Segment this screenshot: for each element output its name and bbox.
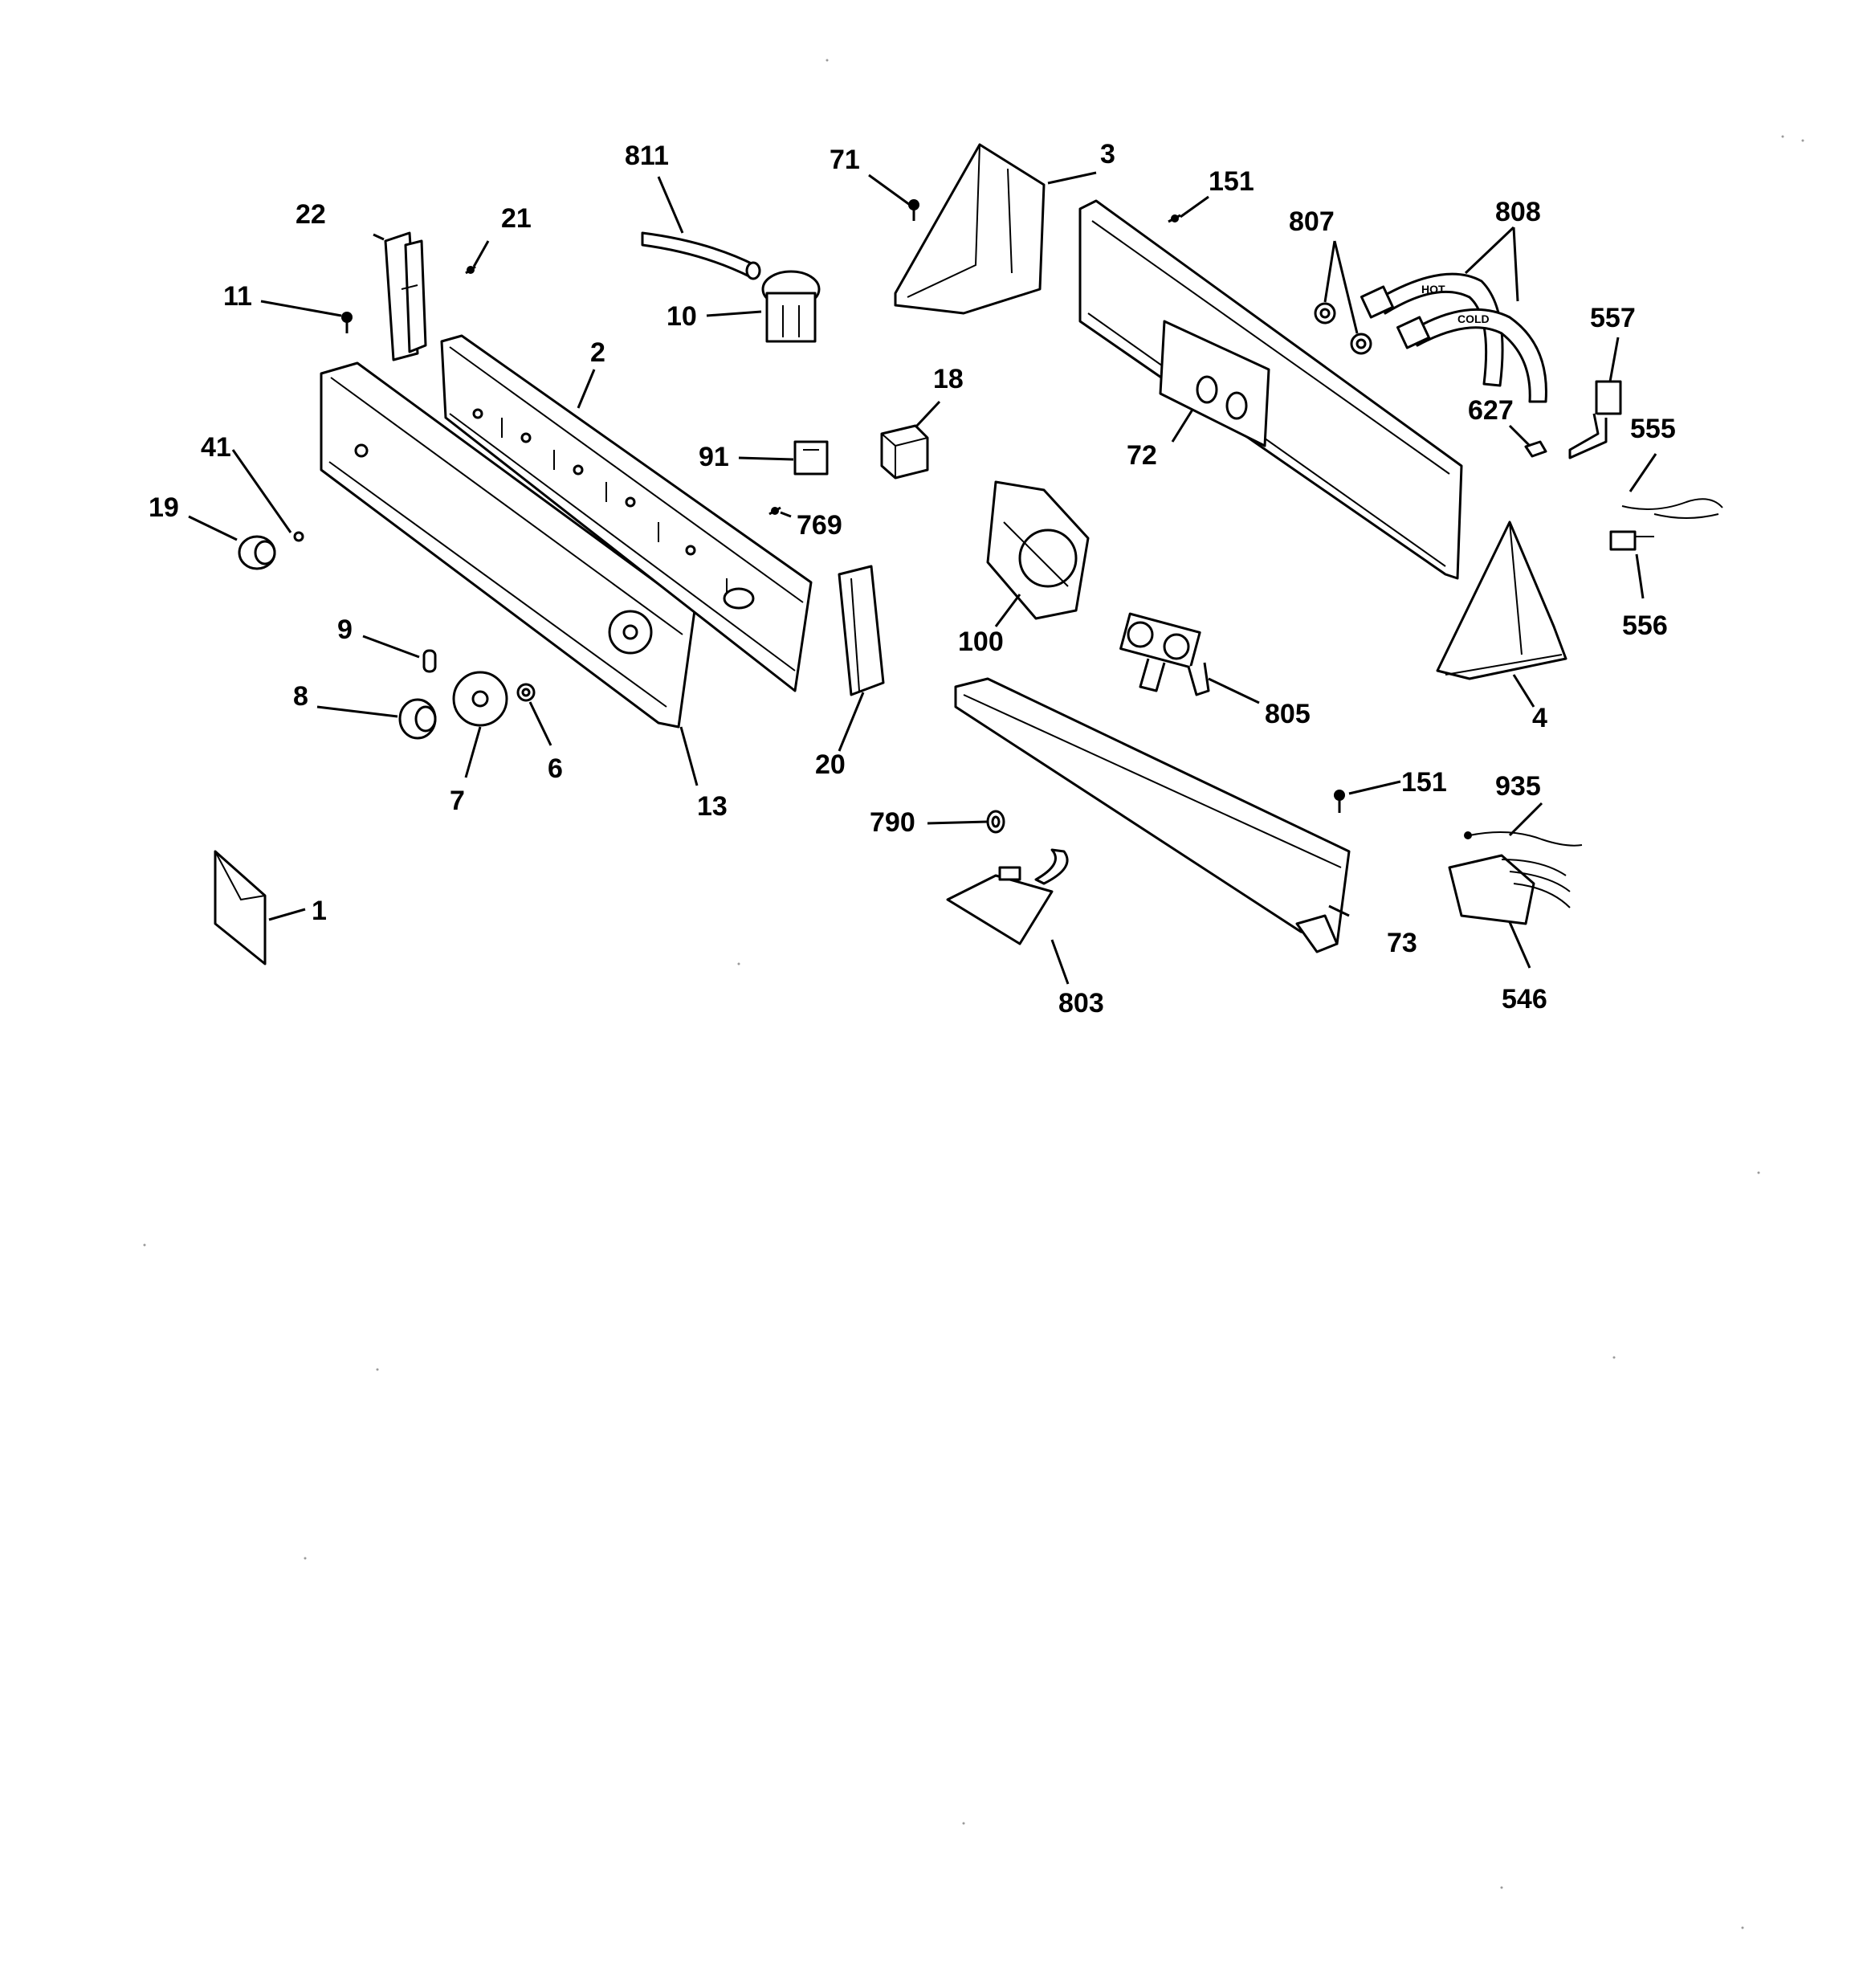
label-20: 20 (815, 749, 846, 780)
control-panel-front (320, 361, 696, 729)
end-cap-20 (838, 565, 885, 696)
hose-hot-marking: HOT (1421, 283, 1445, 296)
label-3: 3 (1100, 139, 1115, 169)
plug-556 (1609, 530, 1654, 551)
label-13: 13 (697, 791, 728, 822)
label-935: 935 (1495, 771, 1541, 802)
label-100: 100 (958, 627, 1004, 657)
label-151-top: 151 (1209, 166, 1254, 197)
label-790: 790 (870, 807, 915, 838)
label-21: 21 (501, 203, 532, 234)
washers-807 (1314, 302, 1372, 355)
label-9: 9 (337, 614, 353, 645)
label-10: 10 (667, 301, 697, 332)
inlet-hoses-808: HOT COLD (1360, 272, 1547, 403)
label-151-bottom: 151 (1401, 767, 1447, 798)
label-627: 627 (1468, 395, 1514, 426)
screw-11 (341, 312, 353, 333)
hose-811 (641, 231, 761, 280)
label-556: 556 (1622, 610, 1668, 641)
scan-specks (143, 59, 1804, 1929)
label-22: 22 (296, 199, 326, 230)
timer-assembly-100 (986, 480, 1090, 620)
wiring-harness-546 (1448, 854, 1571, 925)
dispenser-803 (946, 848, 1069, 945)
screw-151-top (1168, 214, 1181, 223)
side-bracket-3 (894, 143, 1046, 315)
leader-lines (188, 171, 1657, 985)
label-811: 811 (625, 141, 669, 171)
hose-cold-marking: COLD (1457, 312, 1490, 325)
harness-wire-935 (1464, 831, 1583, 847)
label-6: 6 (548, 753, 563, 784)
label-8: 8 (293, 681, 308, 712)
label-803: 803 (1058, 988, 1104, 1018)
water-valve-805 (1119, 612, 1210, 696)
label-4: 4 (1532, 703, 1547, 733)
screw-71 (908, 199, 919, 221)
label-1: 1 (312, 896, 327, 926)
dial-7 (452, 671, 508, 727)
clamp-790 (986, 810, 1005, 834)
control-panel-rear (440, 334, 813, 692)
label-555: 555 (1630, 414, 1676, 444)
label-19: 19 (149, 492, 179, 523)
label-805: 805 (1265, 699, 1311, 729)
clip-9 (422, 649, 437, 673)
label-807: 807 (1289, 206, 1335, 237)
label-73: 73 (1387, 928, 1417, 958)
spring-41 (293, 531, 304, 542)
label-2: 2 (590, 337, 605, 368)
rear-panel-72 (1078, 199, 1463, 580)
wire-555 (1621, 498, 1723, 519)
clip-627 (1524, 440, 1547, 458)
part-labels: 811 71 3 151 807 808 557 555 627 556 4 2… (149, 139, 1676, 1018)
label-546: 546 (1502, 984, 1547, 1014)
label-769: 769 (797, 510, 842, 541)
label-41: 41 (201, 432, 231, 463)
knob-8 (398, 698, 437, 740)
label-7: 7 (450, 786, 465, 816)
label-11: 11 (223, 281, 252, 312)
label-808: 808 (1495, 197, 1541, 227)
label-71: 71 (830, 145, 860, 175)
end-cap-bracket-22 (384, 231, 427, 361)
screw-769 (768, 506, 781, 516)
nut-6 (516, 683, 536, 702)
connector-557 (1568, 380, 1622, 459)
base-rail-73 (954, 677, 1351, 953)
label-18: 18 (933, 364, 964, 394)
side-bracket-4 (1436, 520, 1567, 680)
cube-18 (880, 424, 929, 480)
screw-21 (465, 265, 476, 275)
screw-151-bottom (1334, 790, 1345, 813)
pressure-switch-10 (761, 270, 821, 343)
label-72: 72 (1127, 440, 1157, 471)
literature-packet-1 (214, 850, 267, 965)
switch-91 (793, 440, 829, 476)
knob-19 (238, 535, 276, 570)
label-91: 91 (699, 442, 729, 472)
label-557: 557 (1590, 303, 1636, 333)
